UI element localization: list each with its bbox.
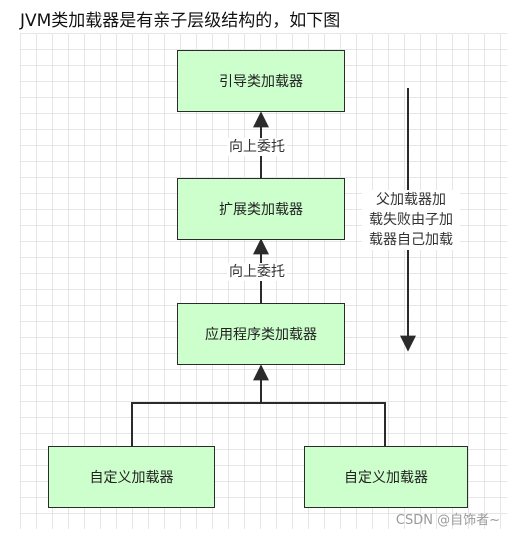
watermark: CSDN @自饰者~ [395, 513, 500, 528]
node-custom-classloader-left: 自定义加载器 [48, 446, 215, 508]
edge-custom-left-branch [131, 402, 261, 446]
side-note-line-2: 载失败由子加 [369, 212, 453, 228]
node-bootstrap-classloader: 引导类加载器 [177, 50, 345, 112]
side-note-line-3: 载器自己加载 [369, 232, 453, 248]
node-application-classloader: 应用程序类加载器 [177, 303, 345, 365]
edge-label-lower-delegate: 向上委托 [227, 263, 287, 281]
side-note-line-1: 父加载器加 [376, 192, 446, 208]
node-extension-classloader: 扩展类加载器 [177, 178, 345, 240]
side-note: 父加载器加 载失败由子加 载器自己加载 [362, 190, 460, 250]
node-custom-classloader-right: 自定义加载器 [304, 446, 468, 508]
edge-label-upper-delegate: 向上委托 [227, 138, 287, 156]
edge-custom-right-branch [261, 402, 386, 446]
page-title: JVM类加载器是有亲子层级结构的，如下图 [20, 11, 341, 31]
